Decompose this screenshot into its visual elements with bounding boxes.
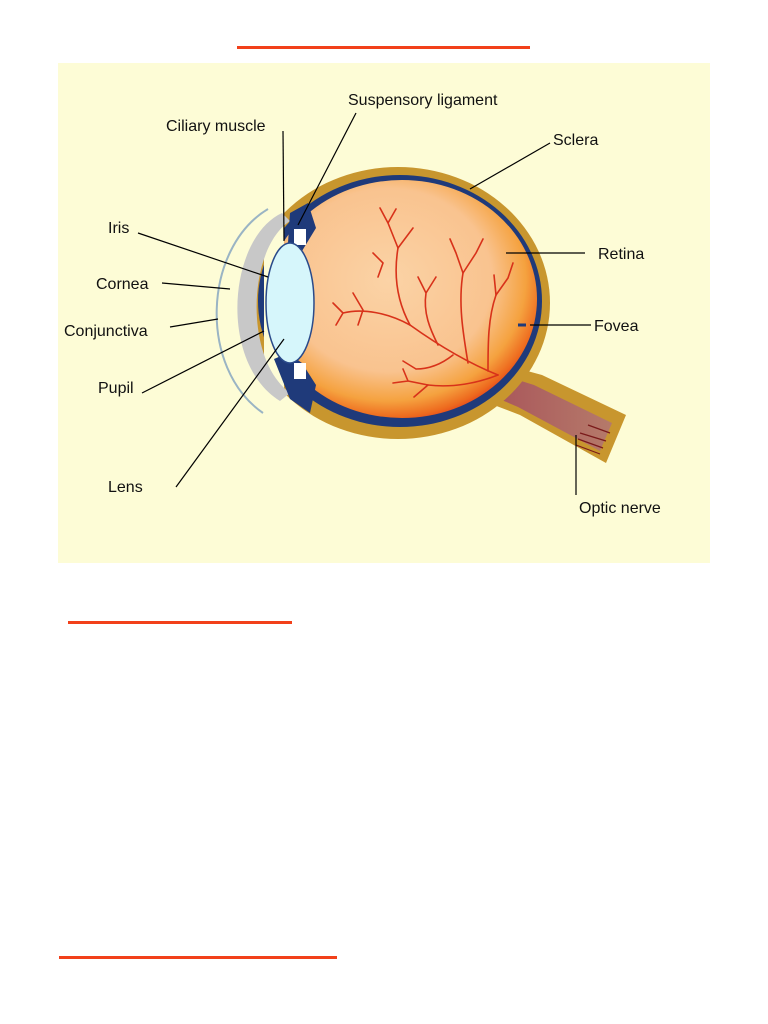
label-cornea: Cornea	[96, 276, 149, 293]
eye-diagram: Suspensory ligament Ciliary muscle Scler…	[58, 63, 710, 563]
top-rule	[237, 46, 530, 49]
label-conjunctiva: Conjunctiva	[64, 323, 148, 340]
label-ciliary-muscle: Ciliary muscle	[166, 118, 266, 135]
label-sclera: Sclera	[553, 132, 598, 149]
lens	[266, 243, 314, 363]
ciliary-body-lower	[294, 363, 306, 379]
ciliary-body-upper	[294, 229, 306, 245]
label-pupil: Pupil	[98, 380, 134, 397]
label-optic-nerve: Optic nerve	[579, 500, 661, 517]
label-lens: Lens	[108, 479, 143, 496]
section-rule-1	[68, 621, 292, 624]
eye-diagram-panel: Suspensory ligament Ciliary muscle Scler…	[58, 63, 710, 563]
label-suspensory-ligament: Suspensory ligament	[348, 92, 498, 109]
section-rule-2	[59, 956, 337, 959]
label-iris: Iris	[108, 220, 129, 237]
label-fovea: Fovea	[594, 318, 639, 335]
label-retina: Retina	[598, 246, 644, 263]
